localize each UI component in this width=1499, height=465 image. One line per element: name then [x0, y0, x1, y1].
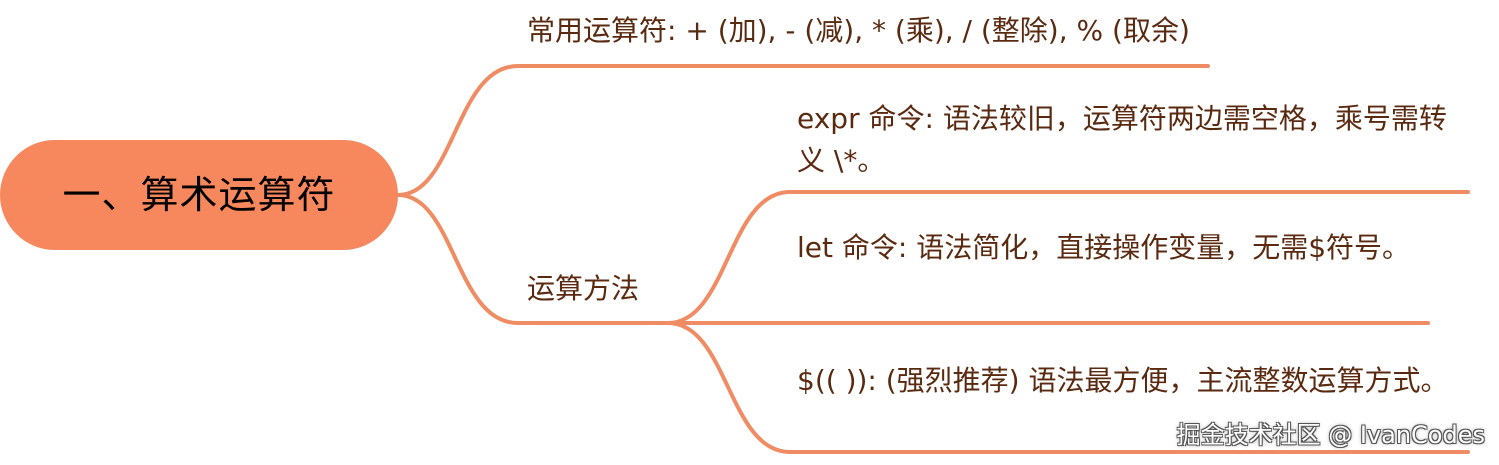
branch-node-operators[interactable]: 常用运算符: + (加), - (减), * (乘), / (整除), % (取… [527, 14, 1190, 47]
connector-methods-to-expr [666, 190, 1470, 325]
leaf-node-arithmetic-expansion[interactable]: $(( )): (强烈推荐) 语法最方便，主流整数运算方式。 [797, 364, 1449, 397]
root-node-label: 一、算术运算符 [62, 173, 336, 217]
leaf-node-let[interactable]: let 命令: 语法简化，直接操作变量，无需$符号。 [797, 231, 1411, 264]
connector-root-to-operators [396, 64, 1210, 197]
connector-methods-to-dollar [666, 321, 1470, 454]
watermark: 掘金技术社区 @ IvanCodes [1176, 421, 1485, 449]
branch-node-methods[interactable]: 运算方法 [527, 272, 640, 305]
connector-root-to-methods [396, 193, 670, 325]
root-node[interactable]: 一、算术运算符 [0, 140, 398, 250]
leaf-node-expr[interactable]: expr 命令: 语法较旧，运算符两边需空格，乘号需转义 \*。 [797, 102, 1447, 177]
